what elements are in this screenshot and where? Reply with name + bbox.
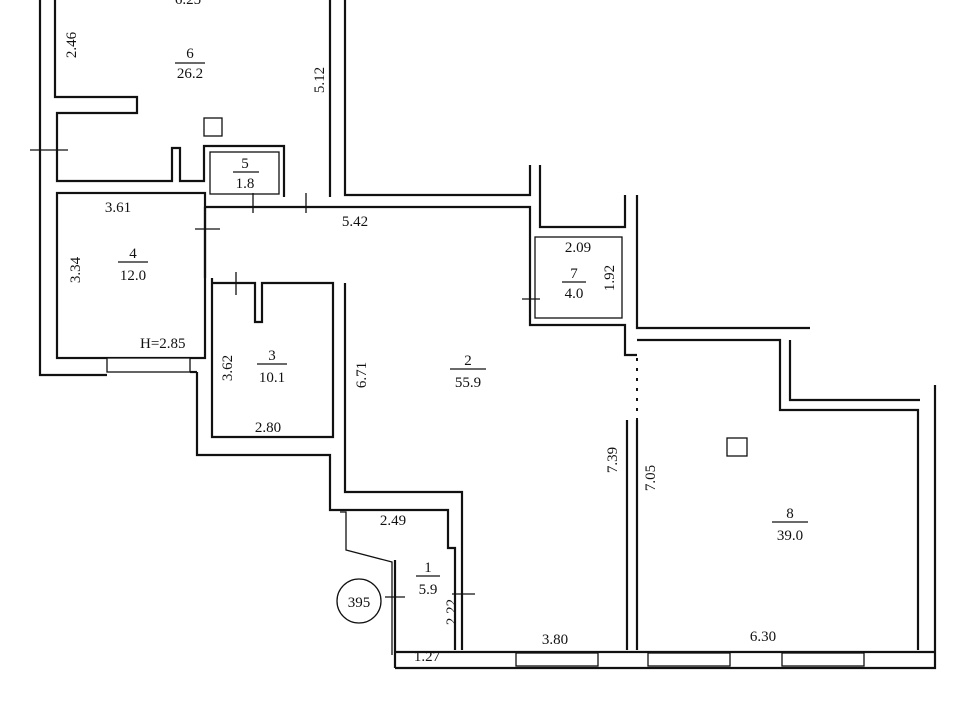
- dim-room3-width: 2.80: [255, 420, 281, 436]
- room-2-label: 255.9: [450, 353, 486, 391]
- svg-text:12.0: 12.0: [120, 268, 146, 284]
- dim-room6-left: 2.46: [64, 31, 80, 58]
- svg-text:1: 1: [424, 560, 432, 576]
- plan-marker: 395: [348, 595, 371, 611]
- dim-room1-bottom: 1.27: [414, 649, 441, 665]
- walls: [30, 0, 937, 670]
- ceiling-height: H=2.85: [140, 336, 186, 352]
- dim-room2-left: 6.71: [354, 362, 370, 388]
- room-5-label: 51.8: [233, 156, 259, 192]
- svg-text:10.1: 10.1: [259, 370, 285, 386]
- svg-text:4: 4: [129, 246, 137, 262]
- svg-text:39.0: 39.0: [777, 528, 803, 544]
- svg-text:3: 3: [268, 348, 276, 364]
- svg-text:55.9: 55.9: [455, 375, 481, 391]
- plan-marker-circle: [336, 578, 382, 624]
- dim-room8-left: 7.05: [643, 465, 659, 491]
- room-7-label: 74.0: [562, 266, 586, 302]
- dim-room6-top: 6.25: [175, 0, 201, 8]
- dim-room7-width: 2.09: [565, 240, 591, 256]
- room-4-label: 412.0: [118, 246, 148, 284]
- svg-text:2: 2: [464, 353, 472, 369]
- dim-room7-height: 1.92: [602, 265, 618, 291]
- svg-text:5: 5: [241, 156, 249, 172]
- dim-room3-height: 3.62: [220, 355, 236, 381]
- dimension-labels: 6.25 2.46 5.12 3.61 3.34 5.42 2.09 1.92 …: [64, 0, 776, 665]
- svg-text:26.2: 26.2: [177, 66, 203, 82]
- dim-room4-width: 3.61: [105, 200, 131, 216]
- room-labels: 626.2 51.8 412.0 310.1 255.9 74.0 839.0 …: [118, 46, 808, 611]
- svg-text:8: 8: [786, 506, 794, 522]
- dim-room2-right: 7.39: [605, 447, 621, 473]
- svg-text:4.0: 4.0: [565, 286, 584, 302]
- svg-text:7: 7: [570, 266, 578, 282]
- room-6-label: 626.2: [175, 46, 205, 82]
- dim-room1-top: 2.49: [380, 513, 406, 529]
- svg-text:6: 6: [186, 46, 194, 62]
- dim-room6-right: 5.12: [312, 67, 328, 93]
- dim-room2-bottom: 3.80: [542, 632, 568, 648]
- svg-text:1.8: 1.8: [236, 176, 255, 192]
- dim-room4-height: 3.34: [68, 256, 84, 283]
- dim-room1-side: 2.22: [444, 599, 460, 625]
- svg-text:5.9: 5.9: [419, 582, 438, 598]
- room-3-label: 310.1: [257, 348, 287, 386]
- dim-room8-bottom: 6.30: [750, 629, 776, 645]
- room-1-label: 15.9: [416, 560, 440, 598]
- room-8-label: 839.0: [772, 506, 808, 544]
- dim-corridor-top: 5.42: [342, 214, 368, 230]
